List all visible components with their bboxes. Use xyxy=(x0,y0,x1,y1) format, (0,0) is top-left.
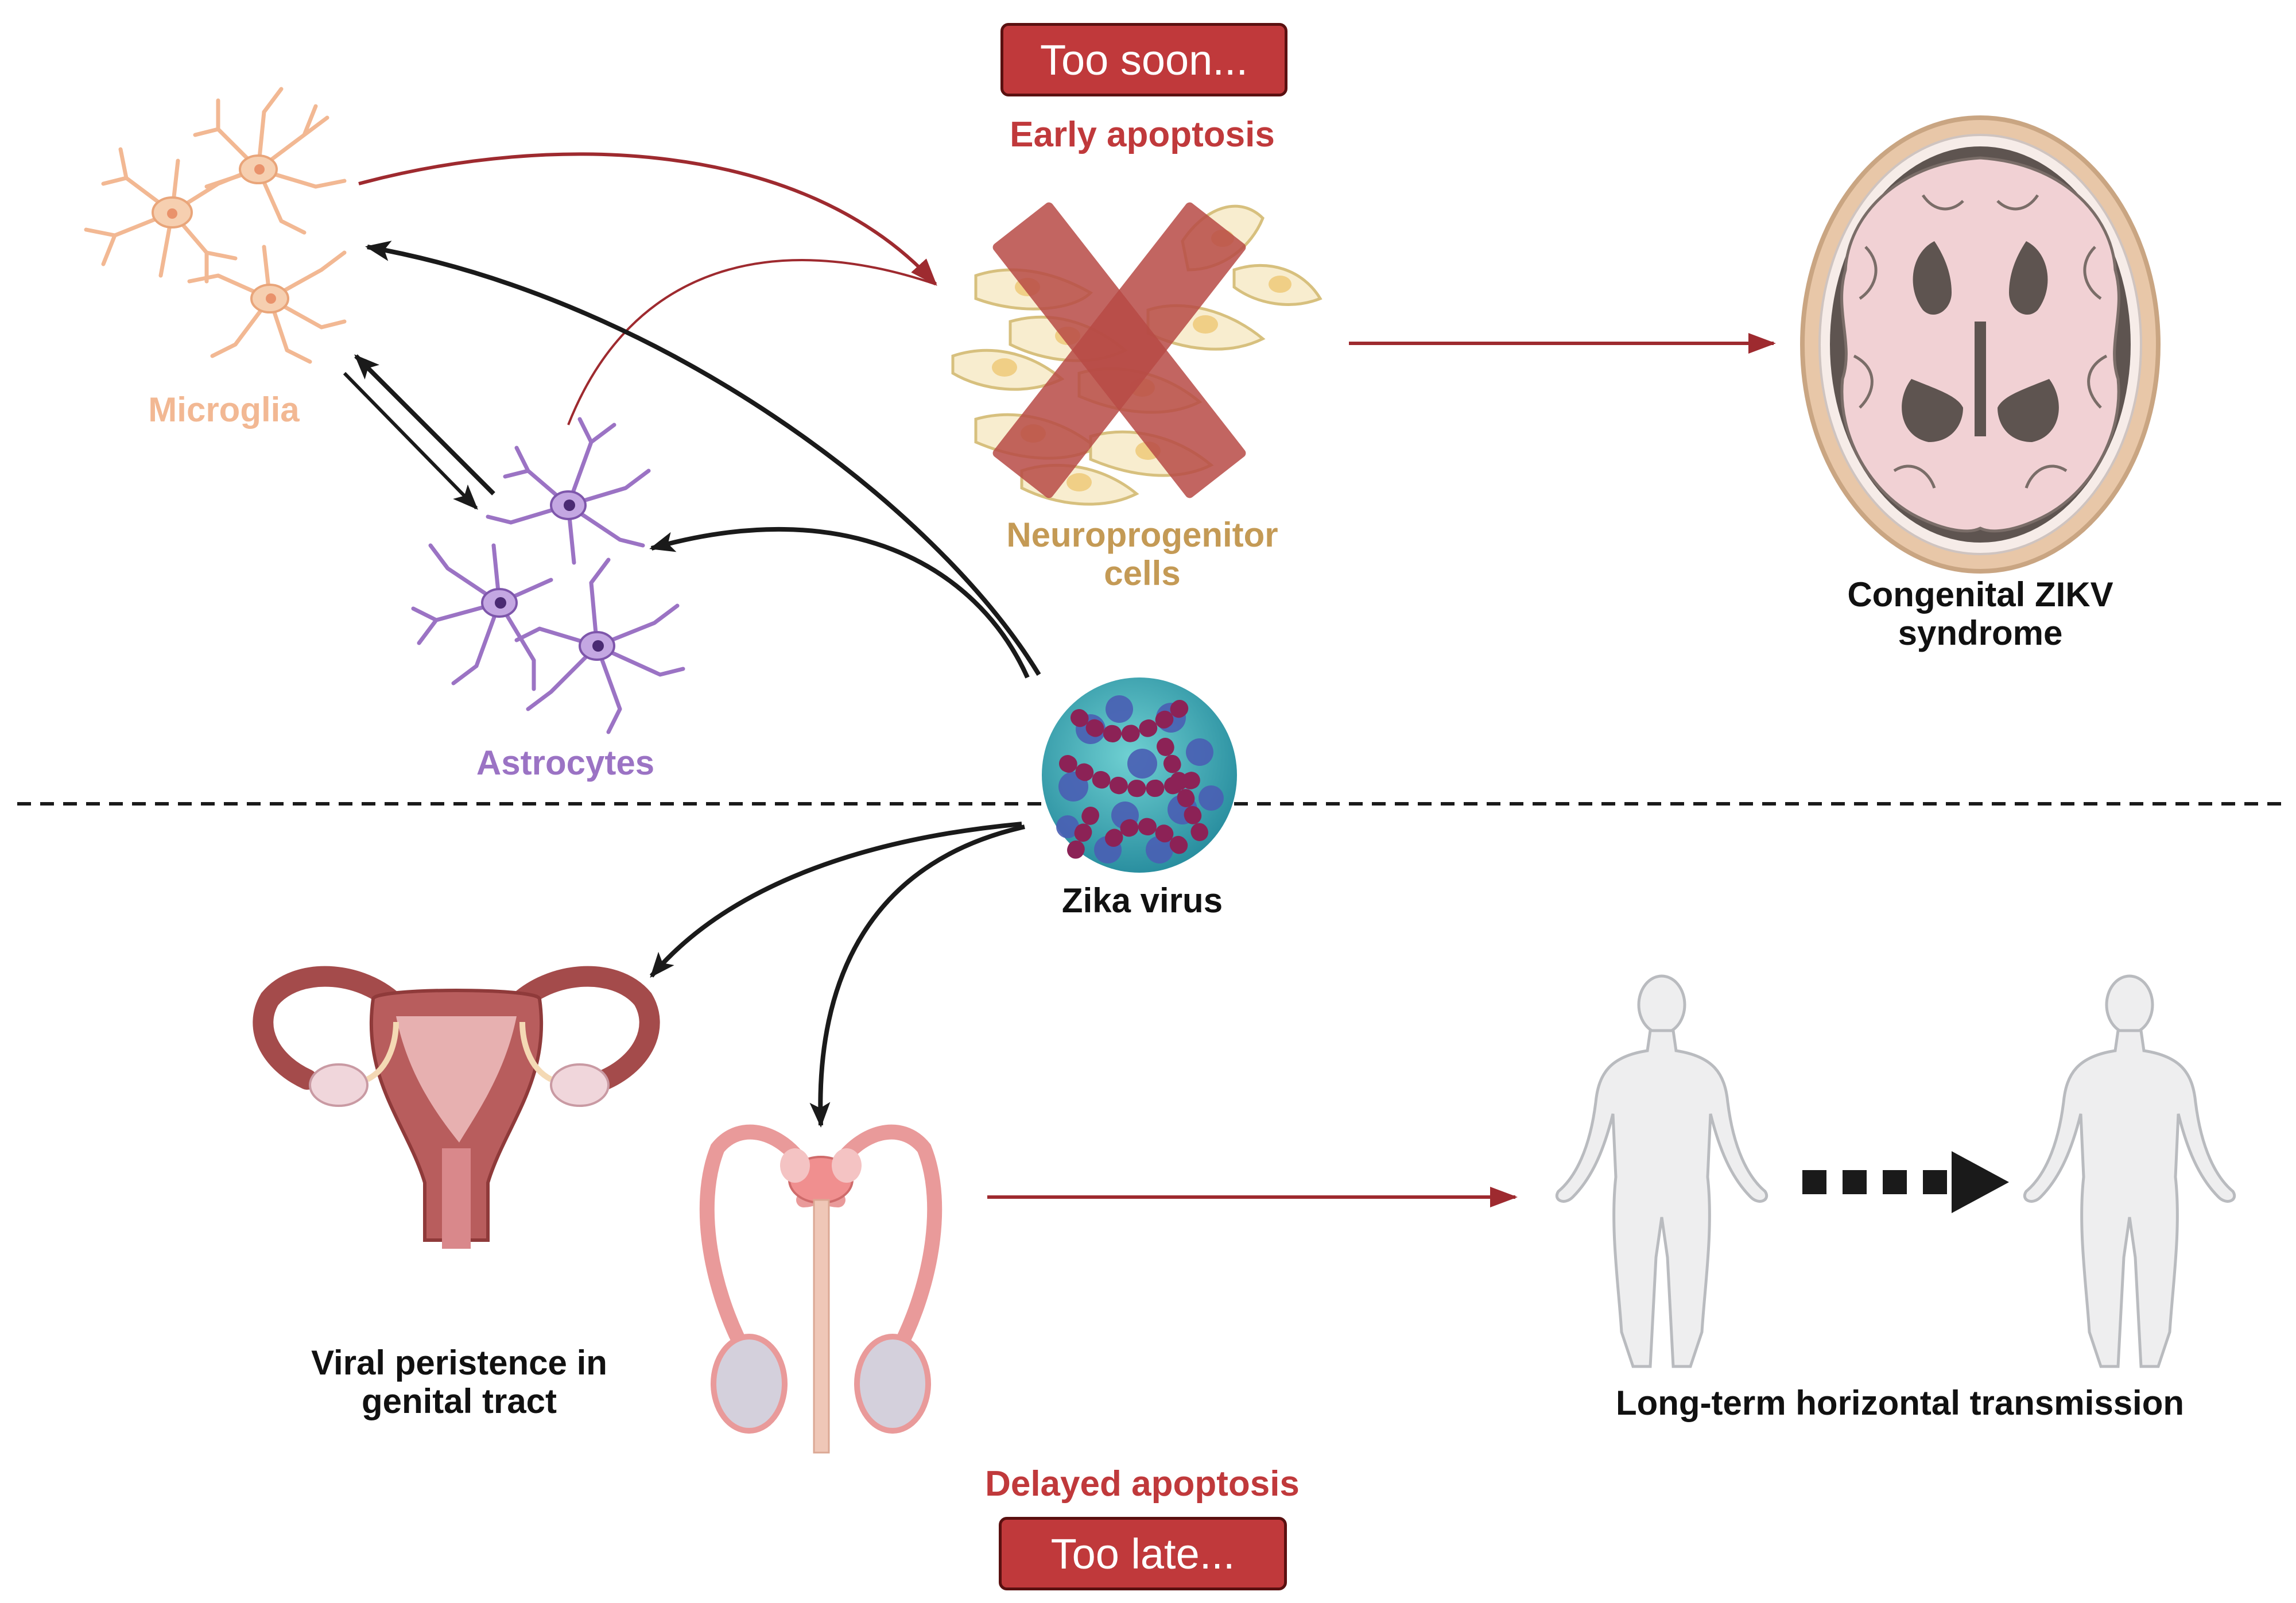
congenital-zikv-label: Congenital ZIKV syndrome xyxy=(1785,575,2175,652)
neuroprogenitor-label: Neuroprogenitor cells xyxy=(964,516,1320,593)
cross-icon xyxy=(992,202,1246,498)
genital-tract-label: Viral peristence in genital tract xyxy=(276,1343,643,1420)
human-figure-icon xyxy=(1556,974,2236,1368)
arrow-microglia-to-neuroprogenitor xyxy=(358,152,937,286)
too-late-badge: Too late... xyxy=(999,1517,1287,1590)
delayed-apoptosis-label: Delayed apoptosis xyxy=(985,1464,1300,1504)
astrocytes-label: Astrocytes xyxy=(476,744,655,782)
arrow-virus-to-astrocytes xyxy=(649,526,1030,679)
male-reproductive-icon xyxy=(699,1124,943,1454)
neuroprogenitor-label-line2: cells xyxy=(1104,554,1181,593)
arrow-virus-to-uterus xyxy=(649,822,1022,978)
microglia-icon xyxy=(84,87,347,364)
genital-tract-label-line2: genital tract xyxy=(361,1382,557,1421)
congenital-zikv-label-line1: Congenital ZIKV xyxy=(1847,575,2113,614)
uterus-icon xyxy=(253,966,660,1249)
too-soon-badge: Too soon... xyxy=(1000,23,1287,96)
astrocytes-icon xyxy=(411,417,685,734)
brain-icon xyxy=(1800,115,2161,574)
neuroprogenitor-label-line1: Neuroprogenitor xyxy=(1006,516,1278,554)
microglia-label: Microglia xyxy=(148,390,300,429)
arrow-virus-to-male-tract xyxy=(809,824,1025,1128)
zika-virus-label: Zika virus xyxy=(1061,881,1223,920)
congenital-zikv-label-line2: syndrome xyxy=(1898,614,2063,653)
arrow-virus-to-microglia xyxy=(365,241,1041,676)
arrow-astrocytes-to-neuroprogenitor xyxy=(567,259,936,425)
early-apoptosis-label: Early apoptosis xyxy=(1010,115,1275,154)
arrow-microglia-astrocytes-bidirectional xyxy=(343,354,495,510)
dotted-arrow-transmission xyxy=(1802,1151,2009,1213)
transmission-label: Long-term horizontal transmission xyxy=(1615,1384,2185,1422)
zika-virus-icon xyxy=(1042,677,1237,873)
genital-tract-label-line1: Viral peristence in xyxy=(311,1343,607,1382)
